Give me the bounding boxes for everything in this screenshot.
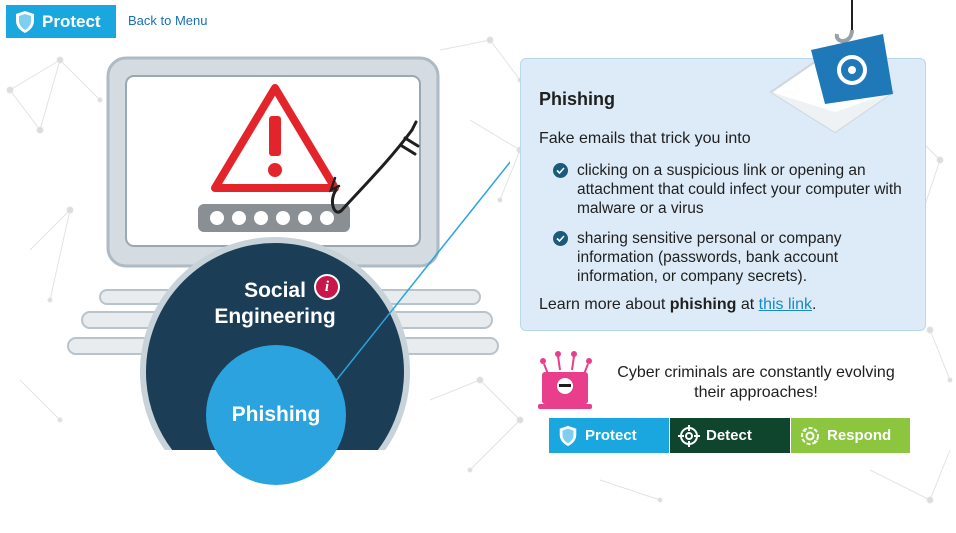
info-icon[interactable]: i <box>314 274 340 300</box>
nav-respond-button[interactable]: Respond <box>791 418 910 453</box>
shield-icon <box>16 10 34 33</box>
check-icon <box>553 231 568 246</box>
nav-detect-label: Detect <box>706 427 752 444</box>
protect-badge-label: Protect <box>42 11 101 31</box>
social-engineering-title: Social Engineering <box>214 279 336 328</box>
evolving-note: Cyber criminals are constantly evolving … <box>617 364 895 401</box>
phishing-circle-button[interactable]: Phishing <box>206 345 346 485</box>
nav-protect-button[interactable]: Protect <box>549 418 669 453</box>
protect-badge[interactable]: Protect <box>6 5 116 38</box>
panel-title: Phishing <box>539 89 615 109</box>
learn-suffix: . <box>812 296 817 313</box>
phishing-circle-label: Phishing <box>231 403 321 426</box>
info-glyph: i <box>324 278 330 295</box>
list-item: clicking on a suspicious link or opening… <box>553 161 907 218</box>
fish-hook-icon <box>328 120 420 214</box>
gear-recycle-icon <box>801 426 819 445</box>
email-envelope-icon <box>769 0 895 134</box>
crosshair-icon <box>678 424 700 447</box>
hacker-laptop-icon <box>538 351 592 409</box>
learn-mid: at <box>736 296 759 313</box>
check-icon <box>553 163 568 178</box>
this-link[interactable]: this link <box>758 296 812 313</box>
nav-protect-label: Protect <box>585 427 637 444</box>
nav-detect-button[interactable]: Detect <box>670 418 790 453</box>
list-item: sharing sensitive personal or company in… <box>553 229 907 286</box>
learn-bold: phishing <box>669 296 737 313</box>
back-to-menu-link[interactable]: Back to Menu <box>128 13 208 28</box>
panel-intro: Fake emails that trick you into <box>539 130 751 147</box>
shield-icon <box>559 425 577 446</box>
nav-respond-label: Respond <box>827 427 892 444</box>
bullet-text: sharing sensitive personal or company in… <box>577 230 842 285</box>
phishing-info-panel: Phishing Fake emails that trick you into… <box>520 58 926 331</box>
learn-more-text: Learn more about phishing at this link. <box>539 296 816 314</box>
bullet-text: clicking on a suspicious link or opening… <box>577 162 902 217</box>
learn-prefix: Learn more about <box>539 296 670 313</box>
warning-triangle-icon <box>211 84 339 192</box>
